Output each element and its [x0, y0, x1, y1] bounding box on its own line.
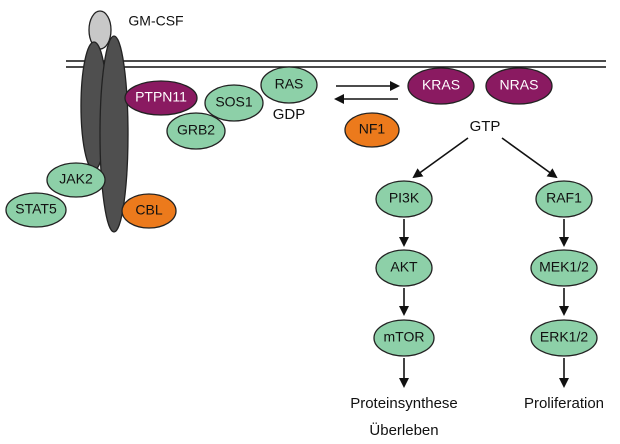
- node-erk12: ERK1/2: [530, 319, 598, 357]
- node-kras: KRAS: [407, 67, 475, 105]
- node-sos1: SOS1: [204, 84, 264, 122]
- svg-text:MEK1/2: MEK1/2: [539, 259, 589, 275]
- svg-text:ERK1/2: ERK1/2: [540, 329, 588, 345]
- svg-text:NF1: NF1: [359, 121, 386, 137]
- gtp-to-raf1-arrow: [501, 137, 558, 179]
- node-cbl: CBL: [121, 193, 177, 229]
- svg-text:mTOR: mTOR: [384, 329, 425, 345]
- node-mtor: mTOR: [373, 319, 435, 357]
- node-pi3k: PI3K: [375, 180, 433, 218]
- node-nf1: NF1: [344, 112, 400, 148]
- svg-text:KRAS: KRAS: [422, 77, 460, 93]
- gdp-label: GDP: [273, 106, 306, 123]
- outcome-ueberleben: Überleben: [369, 421, 438, 439]
- node-jak2: JAK2: [46, 162, 106, 198]
- node-raf1: RAF1: [535, 180, 593, 218]
- svg-text:AKT: AKT: [390, 259, 418, 275]
- svg-text:STAT5: STAT5: [15, 201, 57, 217]
- svg-text:PTPN11: PTPN11: [135, 89, 187, 105]
- svg-text:SOS1: SOS1: [215, 94, 253, 110]
- svg-text:CBL: CBL: [135, 202, 162, 218]
- svg-text:PI3K: PI3K: [389, 190, 420, 206]
- node-mek12: MEK1/2: [530, 249, 598, 287]
- outcome-proteinsynthese: Proteinsynthese: [350, 395, 458, 412]
- cell-membrane: [66, 60, 606, 68]
- svg-text:GRB2: GRB2: [177, 122, 215, 138]
- node-akt: AKT: [375, 249, 433, 287]
- node-ptpn11: PTPN11: [124, 80, 198, 116]
- receptor-beta-chain: [99, 35, 129, 233]
- gm-csf-label: GM-CSF: [128, 13, 183, 29]
- node-grb2: GRB2: [166, 112, 226, 150]
- gtp-label: GTP: [470, 118, 501, 135]
- svg-text:JAK2: JAK2: [59, 171, 93, 187]
- svg-text:RAF1: RAF1: [546, 190, 582, 206]
- outcome-proliferation: Proliferation: [524, 395, 604, 412]
- svg-text:NRAS: NRAS: [500, 77, 539, 93]
- node-nras: NRAS: [485, 67, 553, 105]
- gtp-to-pi3k-arrow: [412, 137, 469, 179]
- svg-text:RAS: RAS: [275, 76, 304, 92]
- node-stat5: STAT5: [5, 192, 67, 228]
- node-ras: RAS: [260, 66, 318, 104]
